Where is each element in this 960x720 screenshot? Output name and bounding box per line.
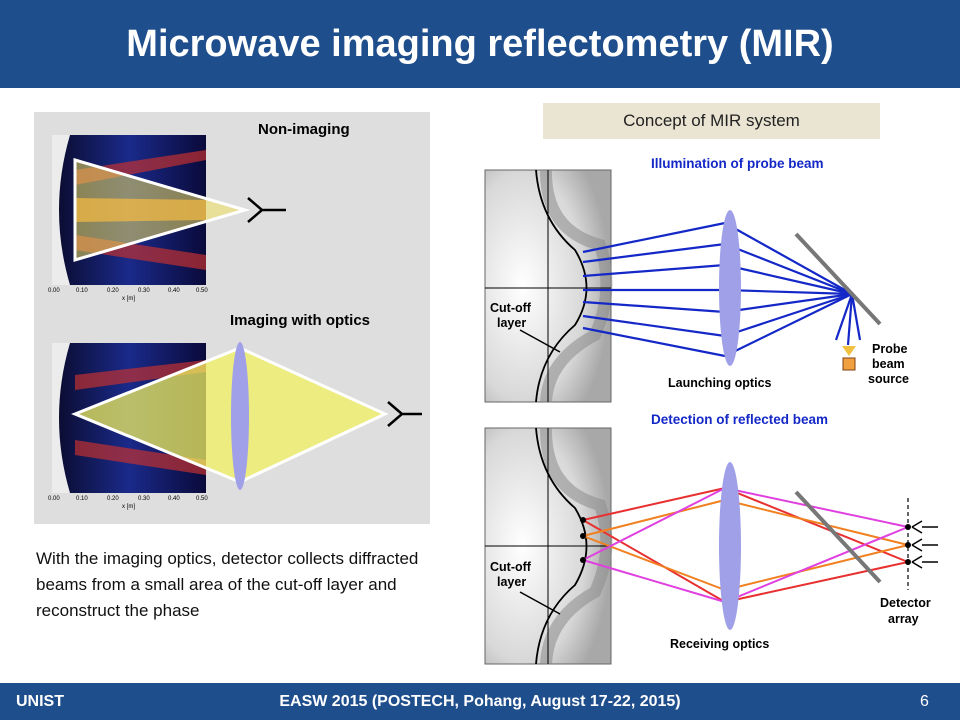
imaging-with-optics-label: Imaging with optics xyxy=(230,312,370,329)
tick: 0.30 xyxy=(138,288,150,294)
tick: 0.50 xyxy=(196,288,208,294)
concept-label-box xyxy=(543,103,880,139)
beam-cone xyxy=(73,157,251,263)
tick: 0.30 xyxy=(138,496,150,502)
axis-unit: x [m] xyxy=(122,296,135,302)
tick: 0.00 xyxy=(48,288,60,294)
cutoff-label-line1: Cut-off xyxy=(490,301,532,315)
antenna-icon xyxy=(247,197,286,223)
top-axis-ticks: 0.00 0.10 0.20 0.30 0.40 0.50 x [m] xyxy=(48,288,208,302)
probe-rays xyxy=(582,221,862,358)
footer-org: UNIST xyxy=(16,693,64,710)
plasma-edge xyxy=(52,343,70,493)
non-imaging-plot xyxy=(52,135,286,285)
tick: 0.40 xyxy=(168,496,180,502)
bottom-axis-ticks: 0.00 0.10 0.20 0.30 0.40 0.50 x [m] xyxy=(48,496,208,510)
receiving-optics-label: Receiving optics xyxy=(670,637,769,651)
non-imaging-label: Non-imaging xyxy=(258,121,350,138)
red-lobe xyxy=(75,360,206,390)
body-text: With the imaging optics, detector collec… xyxy=(36,549,419,620)
imaging-plot xyxy=(52,342,422,493)
detection-diagram xyxy=(484,427,938,665)
launching-lens-icon xyxy=(719,210,741,366)
tick: 0.10 xyxy=(76,288,88,294)
slide-title: Microwave imaging reflectometry (MIR) xyxy=(126,23,834,65)
mirror xyxy=(794,490,882,584)
cutoff-label-line1: Cut-off xyxy=(490,560,532,574)
detector-label-line1: Detector xyxy=(880,596,931,610)
tick: 0.20 xyxy=(107,496,119,502)
probe-label-line1: Probe xyxy=(872,342,907,356)
cutoff-label-line2: layer xyxy=(497,575,526,589)
pointer-arrow xyxy=(519,329,561,353)
footer-bar xyxy=(0,683,960,720)
probe-source-icon xyxy=(842,357,856,371)
red-lobe xyxy=(75,440,206,475)
footer-event: EASW 2015 (POSTECH, Pohang, August 17-22… xyxy=(279,693,681,710)
detection-title: Detection of reflected beam xyxy=(651,412,828,427)
lens-icon xyxy=(231,342,249,490)
illumination-diagram xyxy=(484,169,882,403)
detector-antennas xyxy=(911,520,938,569)
axis-unit: x [m] xyxy=(122,504,135,510)
tick: 0.20 xyxy=(107,288,119,294)
title-bar xyxy=(0,0,960,88)
receiving-lens-icon xyxy=(719,462,741,630)
concept-label: Concept of MIR system xyxy=(623,111,800,130)
density-contour xyxy=(539,169,613,403)
optics-beam xyxy=(71,346,389,484)
tick: 0.50 xyxy=(196,496,208,502)
pointer-arrow xyxy=(519,591,561,615)
illumination-title: Illumination of probe beam xyxy=(651,156,824,171)
probe-label-line3: source xyxy=(868,372,909,386)
tick: 0.40 xyxy=(168,288,180,294)
detector-label-line2: array xyxy=(888,612,919,626)
page-number: 6 xyxy=(920,693,929,710)
antenna-icon xyxy=(387,401,422,427)
plasma-edge xyxy=(52,135,70,285)
cutoff-label-line2: layer xyxy=(497,316,526,330)
tick: 0.00 xyxy=(48,496,60,502)
mirror xyxy=(794,232,882,326)
probe-horn-icon xyxy=(842,346,856,356)
launching-optics-label: Launching optics xyxy=(668,376,772,390)
probe-label-line2: beam xyxy=(872,357,905,371)
reflected-rays xyxy=(582,487,909,603)
tick: 0.10 xyxy=(76,496,88,502)
detector-array-icon xyxy=(580,517,911,565)
